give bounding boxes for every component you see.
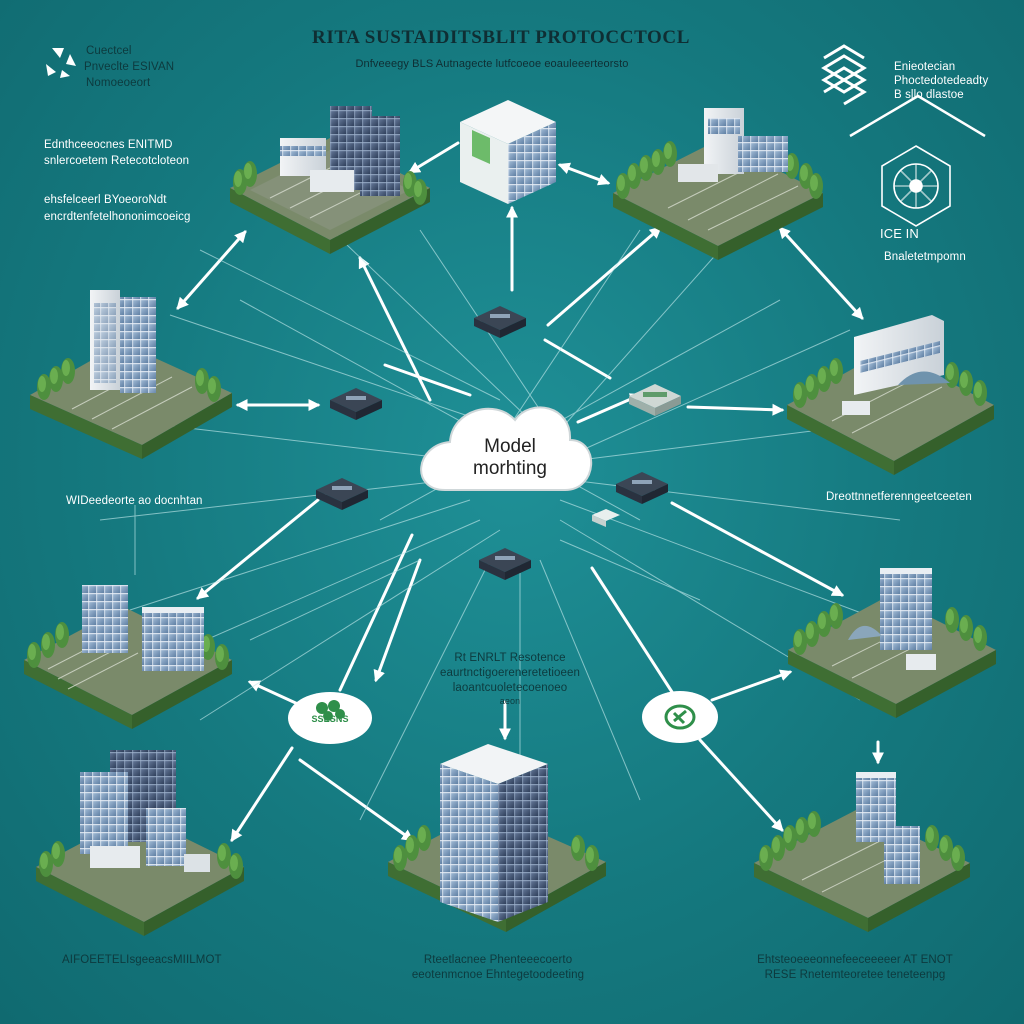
site-label-left-mid: WIDeedeorte ao docnhtan [66, 495, 203, 507]
site-label-bottom-right: RESE Rnetemteoretee teneteenpg [764, 969, 946, 981]
cloud-label-line: Model [484, 436, 536, 457]
leaf-badge-icon [288, 691, 718, 744]
site-top-left [230, 106, 430, 254]
triangle-outline [849, 94, 986, 138]
arrow-topcenter-to-topleft [407, 141, 460, 174]
arrow-topright-to-topcenter [557, 162, 611, 186]
arrow-badge-left [247, 680, 302, 707]
site-label-bottom-right: Ehtsteoeeeonnefeeceeeeer AT ENOT [757, 954, 953, 966]
emblem-caption: Bnaletetmpomn [884, 251, 966, 263]
arrow-switch-to-bottom-center [373, 558, 422, 683]
arrow-center-to-badge [338, 533, 414, 692]
arrow-switch-to-right [686, 403, 785, 416]
arrow-topright-to-right [778, 226, 864, 320]
arrow-cloud-to-switch-ul [383, 363, 472, 397]
arrow-to-bottom-center [298, 758, 414, 842]
logo-line: Enieotecian [894, 61, 956, 73]
note-line: Ednthceeocnes ENITMD [44, 139, 173, 151]
arrow-switch-down-right [543, 338, 612, 380]
logo-line: Phoctedotedeadty [894, 75, 989, 87]
page-title: RITA SUSTAIDITSBLIT PROTOCCTOCL [312, 27, 690, 48]
emblem-label: ICE IN [880, 226, 919, 241]
site-label-bottom-center: Rteetlacnee Phenteeecoerto [423, 954, 573, 966]
site-right-mid [787, 315, 994, 475]
site-left-mid [30, 290, 232, 459]
site-top-right [613, 108, 823, 260]
site-bottom-center [388, 744, 606, 932]
center-note-line: Rt ENRLT Resotence [454, 652, 566, 664]
center-note-line: eaurtnctigoereneretetioeen [439, 667, 581, 679]
logo-line: Pnveclte ESIVAN [84, 61, 175, 73]
logo-line: Cuectcel [86, 45, 132, 57]
cloud-label: Model morhting [440, 436, 580, 480]
site-bottom-right [754, 772, 970, 932]
note-line: snlercoetem Retecotcloteon [44, 155, 190, 167]
badge-label: SSESNS [311, 714, 349, 724]
site-label-bottom-left: AIFOEETELIsgeeacsMIILMOT [62, 954, 222, 966]
center-note-line: aeon [499, 696, 521, 706]
recycle-logo-icon [46, 48, 76, 78]
note-line: encrdtenfetelhononimcoeicg [44, 211, 191, 223]
arrow-to-bottom-right [698, 738, 784, 832]
arrow-to-bottom-left [230, 746, 294, 843]
center-note-line: laoantcuoletecoenoeo [452, 682, 568, 694]
note-line: ehsfelceerl BYoeoroNdt [44, 194, 167, 206]
layered-chevron-icon [821, 44, 867, 106]
page-subtitle: Dnfveeegy BLS Autnagecte lutfcoeoe eoaul… [355, 58, 629, 70]
cloud-label-line: morhting [473, 458, 547, 479]
arrow-switch-to-topright [546, 226, 662, 327]
site-top-center [460, 100, 556, 204]
arrow-switch-to-lowright [670, 501, 845, 597]
hexagon-network-icon [881, 145, 951, 227]
network-switch-icon [316, 306, 681, 580]
arrow-topleft-to-left [176, 230, 247, 310]
site-label-bottom-center: eeotenmcnoe Ehntegetoodeeting [411, 969, 585, 981]
site-lower-left [24, 585, 232, 729]
site-label-right-mid: Dreottnnetferenngeetceeten [826, 491, 972, 503]
site-bottom-left [36, 750, 244, 936]
arrow-badge-right [710, 669, 793, 702]
cloud-icon [420, 406, 593, 491]
site-lower-right [788, 568, 996, 718]
logo-line: B sllo dlastoe [894, 89, 964, 101]
arrow-center-to-badge2 [590, 566, 674, 694]
logo-line: Nomoeoeort [86, 77, 151, 89]
